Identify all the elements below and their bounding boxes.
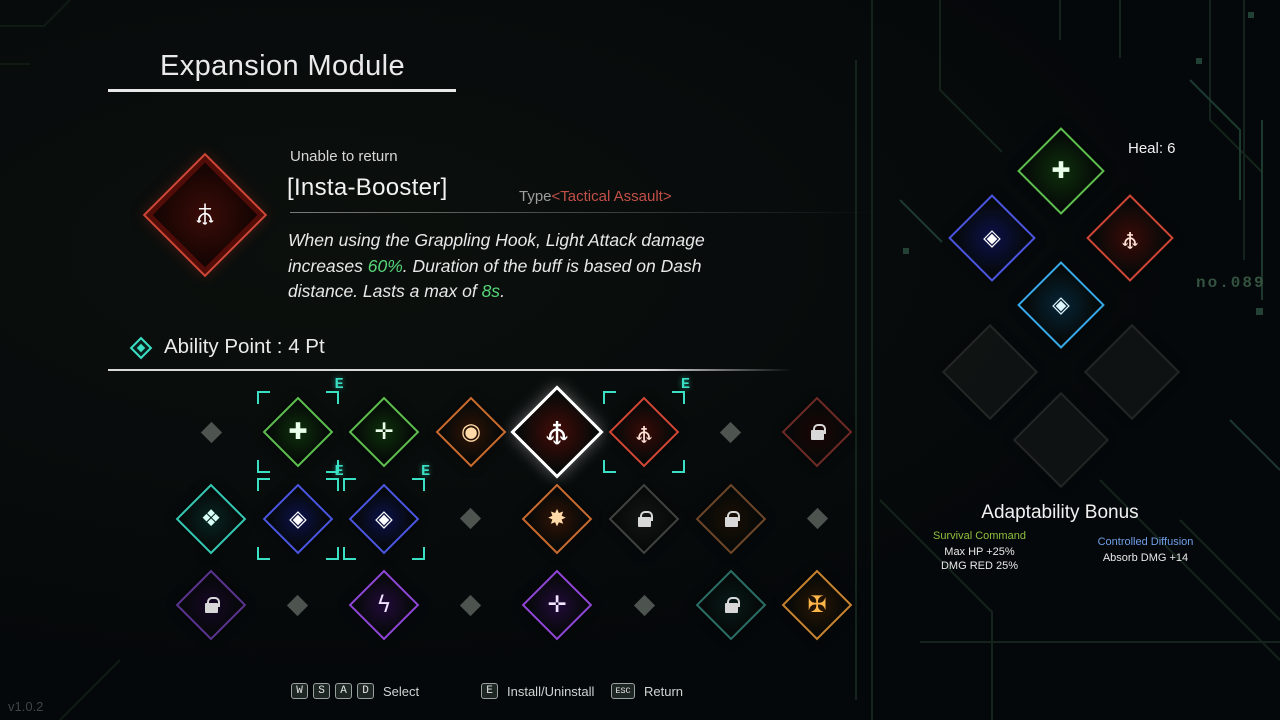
empty-slot-marker	[286, 594, 309, 616]
skill-node-r1c6[interactable]	[681, 469, 781, 569]
lock-icon	[810, 429, 824, 440]
skill-node-r1c5[interactable]	[594, 469, 694, 569]
module-warning: Unable to return	[290, 148, 398, 165]
skill-node-r0c4[interactable]: ♆	[507, 382, 607, 482]
install-label: Install/Uninstall	[507, 683, 595, 699]
skill-node-r2c0[interactable]	[161, 555, 261, 655]
module-glyph-icon: ✠	[807, 591, 827, 618]
skill-node-r2c4[interactable]: ✛	[507, 555, 607, 655]
select-label: Select	[383, 683, 420, 699]
module-glyph-icon: ✸	[547, 505, 568, 531]
module-glyph-icon: ✚	[287, 418, 308, 445]
module-glyph-icon: ✛	[374, 418, 394, 445]
empty-slot-marker	[200, 421, 222, 443]
empty-slot-r1c3[interactable]	[421, 469, 521, 569]
installed-badge: E	[334, 376, 344, 393]
title-underline	[108, 89, 456, 92]
skill-node-r1c0[interactable]: ❖	[161, 469, 261, 569]
module-glyph-icon: ◈	[375, 505, 394, 531]
bonus-left-line-1: Max HP +25%	[944, 546, 1015, 558]
module-glyph-icon: ✛	[547, 591, 568, 618]
module-glyph-icon: ♆	[543, 413, 572, 451]
bonus-survival-command: Survival Command Max HP +25% DMG RED 25%	[912, 530, 1047, 573]
key-esc: ESC	[611, 683, 635, 699]
module-glyph-icon: ✚	[1051, 157, 1071, 184]
skill-node-r0c5[interactable]: ♆E	[594, 376, 694, 482]
installed-badge: E	[680, 376, 690, 393]
page-title: Expansion Module	[160, 50, 405, 82]
select-control-hint: W S A D Select	[291, 683, 419, 699]
module-type-value: <Tactical Assault>	[551, 188, 672, 205]
skill-node-r1c2[interactable]: ◈E	[334, 463, 434, 569]
module-description: When using the Grappling Hook, Light Att…	[288, 230, 705, 301]
empty-slot-r2c5[interactable]	[594, 555, 694, 655]
empty-slot-marker	[719, 421, 742, 443]
type-divider	[290, 212, 878, 213]
trident-booster-icon: ♆	[142, 152, 268, 278]
module-number-label: no.089	[1196, 274, 1266, 292]
empty-slot-marker	[806, 507, 828, 530]
module-glyph-icon: ❖	[200, 505, 222, 531]
bonus-right-line-1: Absorb DMG +14	[1102, 552, 1189, 564]
skill-node-r0c2[interactable]: ✛	[334, 382, 434, 482]
skill-node-r0c3[interactable]: ◉	[421, 382, 521, 482]
empty-slot-r0c0[interactable]	[161, 382, 261, 482]
key-e: E	[481, 683, 498, 699]
key-w: W	[291, 683, 308, 699]
bonus-right-name: Controlled Diffusion	[1097, 536, 1194, 548]
bonus-left-name: Survival Command	[933, 530, 1026, 542]
empty-slot-r2c1[interactable]	[248, 555, 348, 655]
skill-node-r2c6[interactable]	[681, 555, 781, 655]
empty-slot-marker	[633, 594, 655, 616]
ghost-slot	[1012, 391, 1110, 489]
empty-slot-r0c6[interactable]	[681, 382, 781, 482]
bonus-controlled-diffusion: Controlled Diffusion Absorb DMG +14	[1078, 536, 1213, 565]
buff-value: 60%	[367, 255, 403, 276]
skill-node-r0c7[interactable]	[767, 382, 867, 482]
module-glyph-icon: ♆	[1119, 225, 1141, 252]
duration-value: 8s	[481, 281, 501, 301]
installed-badge: E	[421, 462, 431, 480]
key-d: D	[357, 683, 374, 699]
lock-icon	[724, 602, 738, 613]
module-name: [Insta-Booster]	[287, 174, 448, 201]
lock-icon	[637, 516, 651, 526]
version-label: v1.0.2	[8, 699, 44, 714]
empty-slot-r2c3[interactable]	[421, 555, 521, 655]
key-s: S	[313, 683, 330, 699]
module-glyph-icon: ϟ	[376, 591, 392, 618]
ability-point-icon	[129, 336, 153, 360]
return-control-hint: ESC Return	[611, 683, 683, 699]
installed-badge: E	[334, 462, 344, 480]
module-glyph-icon: ◉	[460, 418, 481, 445]
return-label: Return	[644, 683, 684, 699]
module-glyph-icon: ◈	[288, 505, 307, 531]
bonus-left-line-2: DMG RED 25%	[940, 560, 1019, 572]
skill-node-r0c1[interactable]: ✚E	[248, 376, 348, 482]
ability-point-label: Ability Point : 4 Pt	[164, 335, 325, 358]
ghost-slot-ghost-bottom	[1011, 390, 1111, 490]
adaptability-bonus-title: Adaptability Bonus	[981, 502, 1139, 523]
empty-slot-marker	[460, 507, 482, 530]
install-control-hint: E Install/Uninstall	[481, 683, 594, 699]
empty-slot-r1c7[interactable]	[767, 469, 867, 569]
module-glyph-icon: ♆	[633, 419, 655, 446]
module-glyph-icon: ◈	[1052, 291, 1070, 318]
lock-icon	[204, 602, 218, 613]
empty-slot-marker	[460, 594, 482, 616]
module-type: Type<Tactical Assault>	[519, 188, 672, 205]
heal-stat-label: Heal: 6	[1128, 140, 1176, 157]
key-a: A	[335, 683, 352, 699]
skill-node-r2c7[interactable]: ✠	[767, 555, 867, 655]
skill-node-r2c2[interactable]: ϟ	[334, 555, 434, 655]
module-type-label: Type	[519, 188, 552, 205]
ability-underline	[108, 369, 792, 371]
module-glyph-icon: ◈	[983, 224, 1001, 251]
lock-icon	[724, 516, 738, 526]
skill-node-r1c1[interactable]: ◈E	[248, 463, 348, 569]
skill-node-r1c4[interactable]: ✸	[507, 469, 607, 569]
